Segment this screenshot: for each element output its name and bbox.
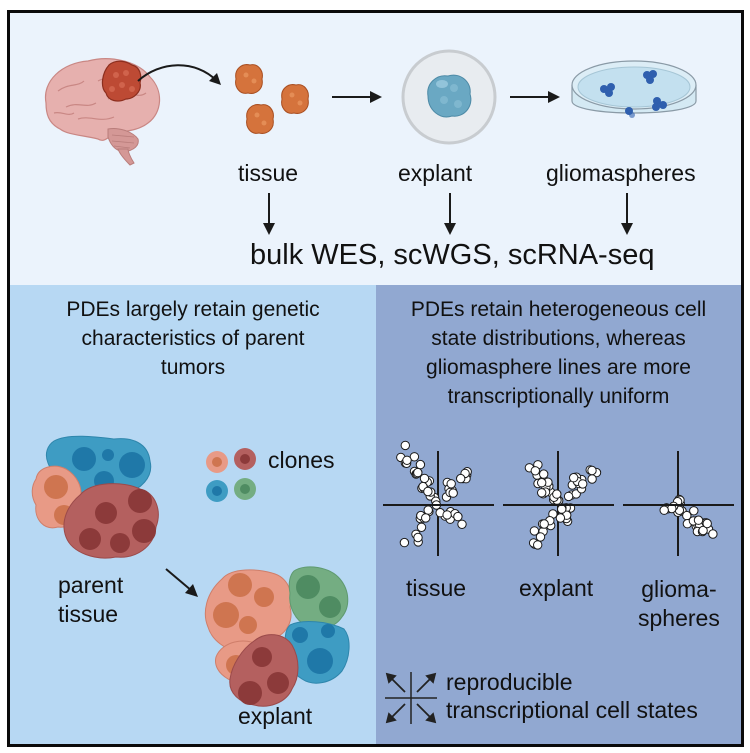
cell-point xyxy=(535,532,546,542)
petri-dish-gliomaspheres-icon xyxy=(571,60,697,118)
cell-point xyxy=(529,526,540,536)
explant-in-well-icon xyxy=(401,49,497,145)
cell-state-plot-explant xyxy=(503,451,614,556)
cell-point xyxy=(456,473,466,484)
curved-arrow-icon xyxy=(137,64,221,85)
cell-point xyxy=(533,540,543,550)
cell-point xyxy=(530,466,540,476)
brain-with-tumor-icon xyxy=(44,58,161,166)
arrow-right-icon xyxy=(510,91,560,103)
cell-point xyxy=(702,518,712,529)
explant-clones-icon xyxy=(204,566,350,707)
heading-line: characteristics of parent xyxy=(81,327,305,350)
transcriptional-panel: PDEs retain heterogeneous cell state dis… xyxy=(376,285,741,744)
clone-legend-icon xyxy=(206,448,256,502)
cell-point xyxy=(693,515,704,525)
plot-label-tissue: tissue xyxy=(406,575,467,601)
cell-point xyxy=(552,489,562,499)
cell-point xyxy=(708,529,718,539)
cell-states-legend-label: reproducible transcriptional cell states xyxy=(446,668,698,724)
cell-point xyxy=(399,537,410,548)
cell-point xyxy=(413,532,423,543)
cell-point xyxy=(557,504,567,514)
cell-point xyxy=(587,465,597,476)
tumor-tissue-fragments-icon xyxy=(235,64,309,134)
stage-label-explant: explant xyxy=(398,160,473,186)
cell-point xyxy=(415,459,426,470)
parent-tissue-clones-icon xyxy=(31,435,159,559)
cell-point xyxy=(578,479,588,489)
cell-point xyxy=(442,510,452,520)
arrow-diagonal-icon xyxy=(165,568,198,597)
plot-label-explant: explant xyxy=(519,575,594,601)
plot-label-gliomaspheres: glioma- spheres xyxy=(638,575,720,633)
arrow-down-icon xyxy=(263,193,275,235)
stage-label-gliomaspheres: gliomaspheres xyxy=(546,160,696,186)
label-line: transcriptional cell states xyxy=(446,697,698,723)
cell-point xyxy=(537,478,547,488)
assays-label: bulk WES, scWGS, scRNA-seq xyxy=(250,239,655,271)
cell-point xyxy=(402,455,412,465)
workflow-panel: tissue explant gliomaspheres bulk WES, s… xyxy=(10,13,741,285)
graphical-abstract-frame: tissue explant gliomaspheres bulk WES, s… xyxy=(7,10,744,747)
heading-line: transcriptionally uniform xyxy=(447,385,670,408)
label-line: glioma- xyxy=(641,576,717,602)
cell-point xyxy=(539,519,549,529)
cell-point xyxy=(423,505,433,515)
cell-point xyxy=(457,519,467,530)
heading-line: PDEs retain heterogeneous cell xyxy=(410,298,707,321)
heading-line: PDEs largely retain genetic xyxy=(66,298,320,321)
cell-point xyxy=(409,452,420,462)
cell-point xyxy=(400,440,410,451)
stage-label-tissue: tissue xyxy=(238,160,299,186)
cell-point xyxy=(537,488,547,498)
heading-line: tumors xyxy=(160,356,226,379)
heading-line: state distributions, whereas xyxy=(431,327,686,350)
label-line: reproducible xyxy=(446,669,573,695)
arrow-right-icon xyxy=(332,91,382,103)
genetic-panel: PDEs largely retain genetic characterist… xyxy=(10,285,376,744)
cell-point xyxy=(563,491,574,502)
cell-point xyxy=(421,513,431,523)
cell-point xyxy=(413,467,423,478)
cell-point xyxy=(689,506,699,516)
cell-point xyxy=(448,488,458,498)
heading-line: gliomasphere lines are more xyxy=(426,356,691,379)
cell-point xyxy=(555,513,566,523)
cell-point xyxy=(587,474,597,484)
cell-point xyxy=(416,522,427,533)
cell-point xyxy=(423,486,433,497)
arrow-down-icon xyxy=(621,193,633,235)
cell-point xyxy=(539,469,549,479)
cell-point xyxy=(446,479,456,489)
cell-point xyxy=(569,473,579,483)
explant-label: explant xyxy=(238,703,313,729)
arrow-down-icon xyxy=(444,193,456,235)
transcriptional-panel-heading: PDEs retain heterogeneous cell state dis… xyxy=(376,295,741,411)
clones-label: clones xyxy=(268,447,335,473)
label-line: parent xyxy=(58,572,124,598)
label-line: spheres xyxy=(638,605,720,631)
cell-point xyxy=(453,511,463,522)
parent-tissue-label: parent tissue xyxy=(58,571,123,629)
cell-state-plot-tissue xyxy=(383,440,494,556)
four-cell-states-arrows-icon xyxy=(385,672,437,724)
cell-state-plot-gliomaspheres xyxy=(623,451,734,556)
genetic-panel-heading: PDEs largely retain genetic characterist… xyxy=(10,295,376,382)
cell-point xyxy=(659,505,669,515)
cell-point xyxy=(419,473,430,484)
label-line: tissue xyxy=(58,601,119,627)
